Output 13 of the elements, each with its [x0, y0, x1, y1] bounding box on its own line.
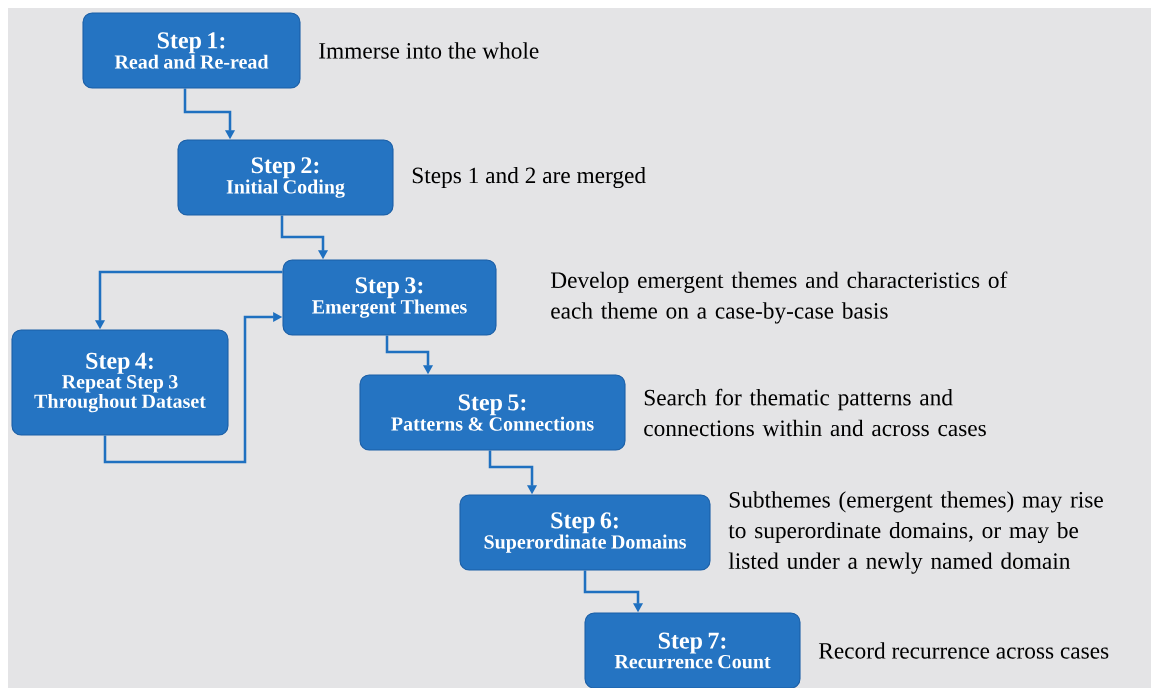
description-text: Record recurrence across cases: [818, 642, 1109, 659]
step-box: Step 4: Repeat Step 3 Throughout Dataset: [11, 329, 229, 436]
step-box: Step 5: Patterns & Connections: [359, 374, 626, 451]
description-text: Subthemes (emergent themes) may rise to superordinate domains, or may be listed under a newly named domain: [728, 491, 1103, 574]
description-text: Develop emergent themes and characteristics of each theme on a case-by-case basis: [550, 271, 1008, 324]
description-text: Search for thematic patterns and connections within and across cases: [644, 388, 986, 437]
description-text: Immerse into the whole: [319, 42, 539, 59]
step-box: Step 2: Initial Coding: [177, 139, 394, 216]
step-box: Step 1: Read and Re-read: [82, 12, 301, 89]
description-text: Steps 1 and 2 are merged: [412, 166, 646, 189]
step-box: Step 6: Superordinate Domains: [459, 494, 711, 571]
step-box: Step 3: Emergent Themes: [282, 259, 497, 336]
step-box: Step 7: Recurrence Count: [584, 612, 801, 688]
